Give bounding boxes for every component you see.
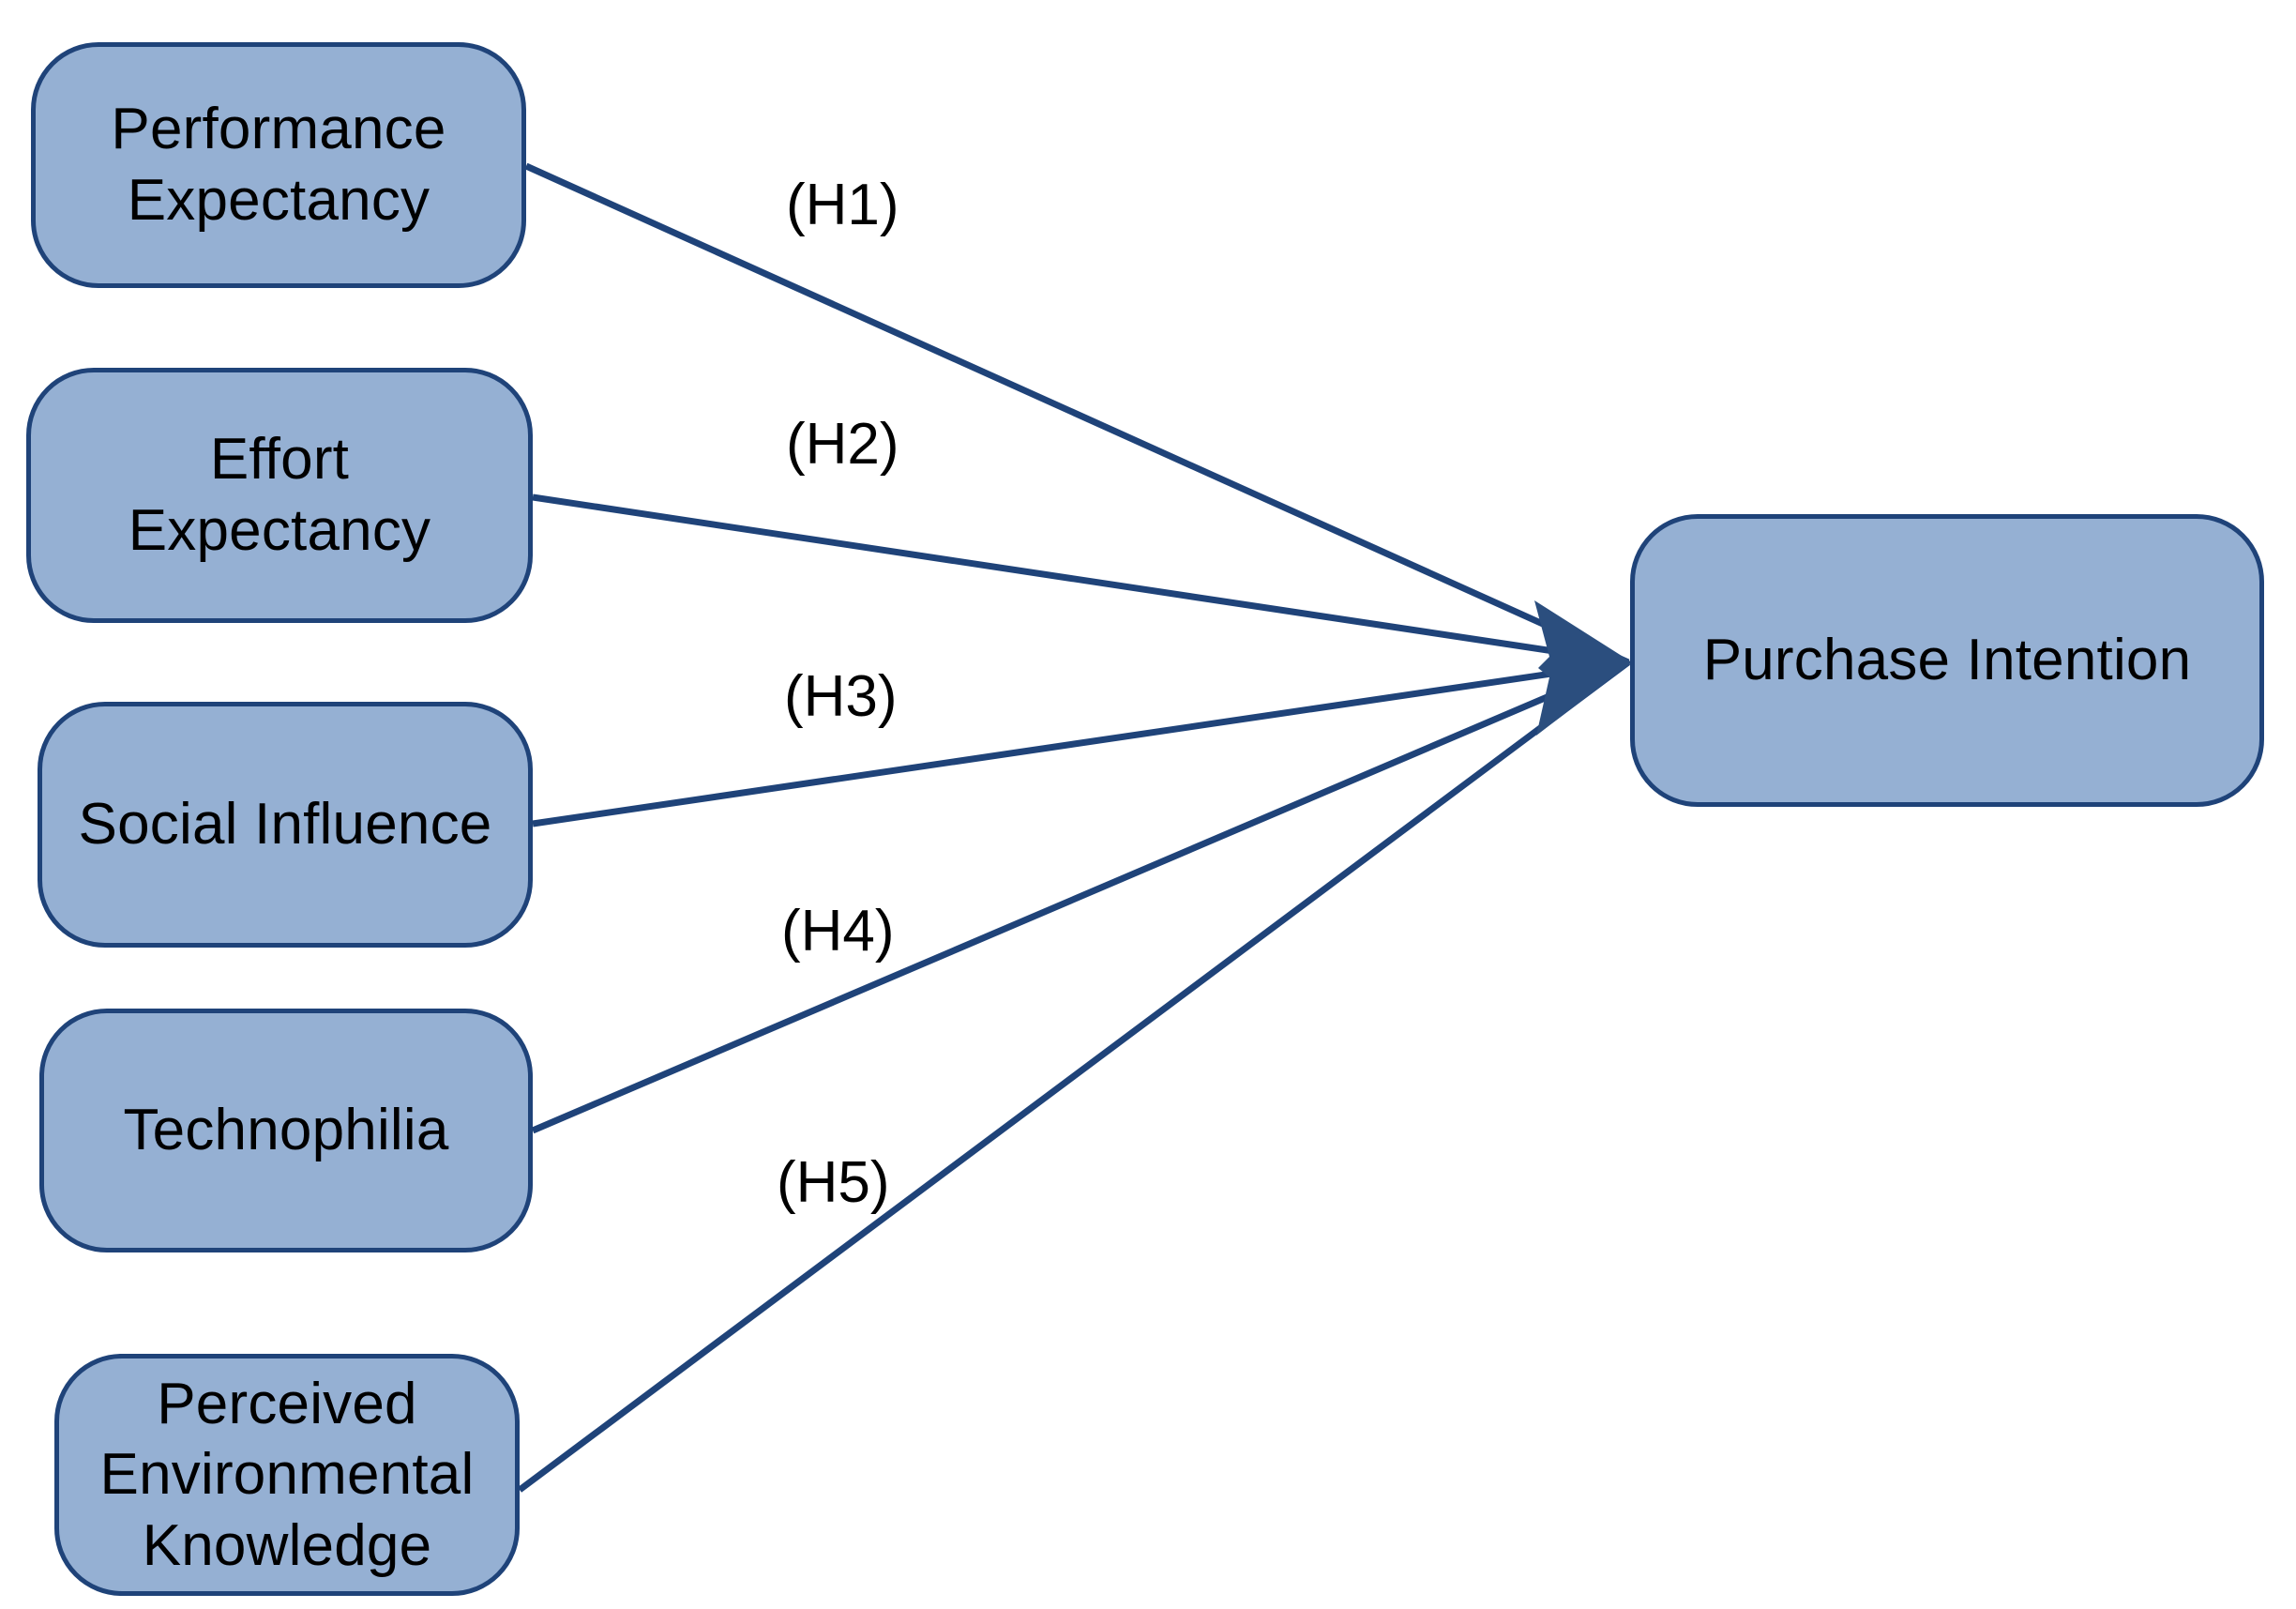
node-perceived-environmental-knowledge[interactable]: Perceived Environmental Knowledge xyxy=(54,1354,520,1596)
node-label: Purchase Intention xyxy=(1702,628,2192,693)
node-label: Perceived Environmental Knowledge xyxy=(99,1371,475,1578)
node-purchase-intention[interactable]: Purchase Intention xyxy=(1630,514,2264,807)
hypothesis-path-h5[interactable] xyxy=(517,660,1631,1493)
hypothesis-paths xyxy=(517,162,1631,1493)
node-technophilia[interactable]: Technophilia xyxy=(39,1009,533,1252)
hypothesis-path-h4[interactable] xyxy=(531,659,1630,1134)
node-label: Social Influence xyxy=(78,792,492,858)
arrowhead-icon xyxy=(1534,600,1632,736)
hypothesis-label-h5: (H5) xyxy=(777,1150,890,1215)
hypothesis-label-h4: (H4) xyxy=(781,899,895,964)
hypothesis-path-h3[interactable] xyxy=(532,659,1629,827)
node-social-influence[interactable]: Social Influence xyxy=(38,702,533,948)
node-performance-expectancy[interactable]: Performance Expectancy xyxy=(31,42,526,288)
hypothesis-label-h1: (H1) xyxy=(786,173,899,237)
hypothesis-label-h2: (H2) xyxy=(786,412,899,477)
hypothesis-label-h3: (H3) xyxy=(784,664,898,729)
node-label: Technophilia xyxy=(123,1098,449,1163)
node-effort-expectancy[interactable]: Effort Expectancy xyxy=(26,368,533,623)
node-label: Effort Expectancy xyxy=(128,427,431,563)
hypothesis-path-h2[interactable] xyxy=(532,493,1629,666)
node-label: Performance Expectancy xyxy=(111,97,446,233)
hypothesis-path-h1[interactable] xyxy=(524,162,1630,666)
